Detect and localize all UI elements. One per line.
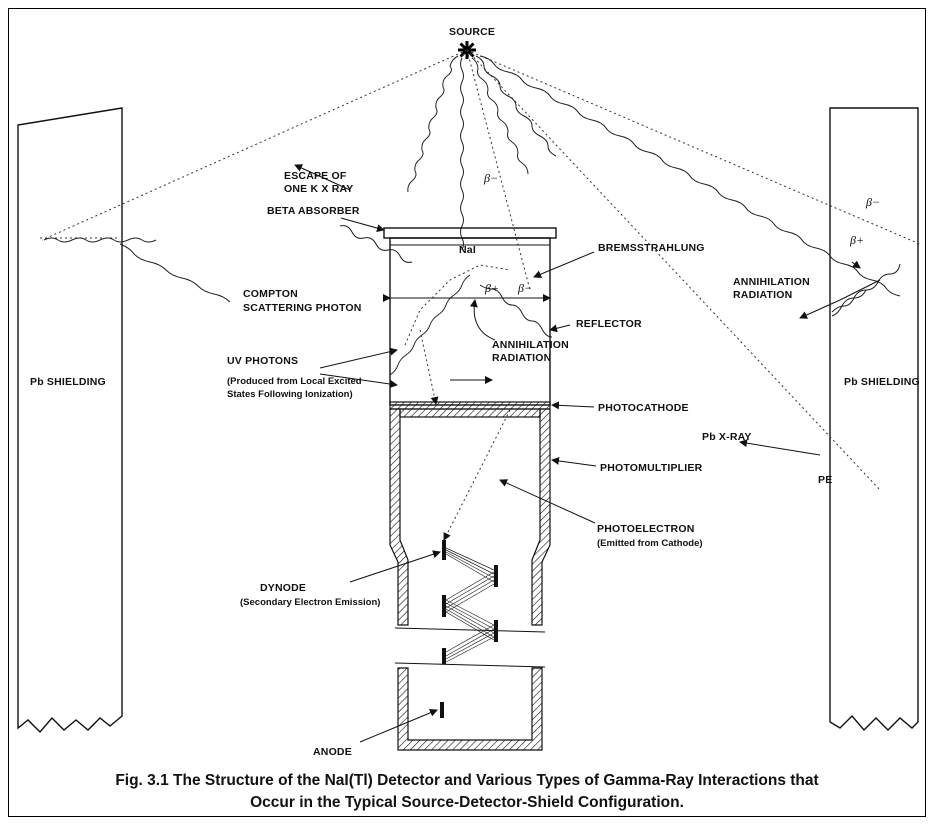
label-pointers bbox=[294, 164, 881, 743]
label-pb-shielding-right: Pb SHIELDING bbox=[844, 376, 920, 388]
label-beta-absorber: BETA ABSORBER bbox=[267, 205, 360, 217]
detector-diagram: SOURCE ESCAPE OF ONE K X RAY BETA ABSORB… bbox=[17, 26, 923, 758]
label-annihilation-c-2: RADIATION bbox=[492, 352, 551, 364]
dynode-array bbox=[440, 540, 498, 718]
photocathode-window bbox=[389, 401, 551, 410]
photoelectron-paths bbox=[404, 264, 511, 541]
label-beta-minus-nai: β− bbox=[517, 281, 532, 295]
label-beta-plus-nai: β+ bbox=[484, 281, 499, 295]
label-escape-1: ESCAPE OF bbox=[284, 170, 347, 182]
label-pb-xray: Pb X-RAY bbox=[702, 431, 752, 443]
label-dynode-desc: (Secondary Electron Emission) bbox=[240, 597, 380, 608]
label-annihilation-r-1: ANNIHILATION bbox=[733, 276, 810, 288]
label-annihilation-r-2: RADIATION bbox=[733, 289, 792, 301]
label-dynode: DYNODE bbox=[260, 582, 306, 594]
label-beta-minus-top: β− bbox=[483, 171, 498, 185]
beta-absorber bbox=[383, 227, 557, 239]
label-annihilation-c-1: ANNIHILATION bbox=[492, 339, 569, 351]
label-source: SOURCE bbox=[449, 26, 495, 38]
label-photoelectron: PHOTOELECTRON bbox=[597, 523, 695, 535]
label-pe: PE bbox=[818, 474, 832, 486]
label-beta-plus-right: β+ bbox=[849, 233, 864, 247]
label-escape-2: ONE K X RAY bbox=[284, 183, 354, 195]
label-photocathode: PHOTOCATHODE bbox=[598, 402, 689, 414]
label-uv-desc-2: States Following Ionization) bbox=[227, 389, 353, 400]
right-pb-shield bbox=[829, 107, 919, 732]
caption-line-1: Fig. 3.1 The Structure of the NaI(Tl) De… bbox=[115, 772, 819, 789]
photomultiplier-tube bbox=[389, 408, 551, 751]
label-uv-desc-1: (Produced from Local Excited bbox=[227, 376, 362, 387]
label-compton-1: COMPTON bbox=[243, 288, 298, 300]
left-pb-shield bbox=[17, 107, 123, 734]
figure-caption: Fig. 3.1 The Structure of the NaI(Tl) De… bbox=[10, 770, 924, 814]
label-uv-photons: UV PHOTONS bbox=[227, 355, 298, 367]
gamma-photon-paths bbox=[43, 55, 901, 376]
gamma-rays-dotted bbox=[40, 49, 923, 491]
label-compton-2: SCATTERING PHOTON bbox=[243, 302, 362, 314]
caption-line-2: Occur in the Typical Source-Detector-Shi… bbox=[250, 794, 684, 811]
anode-plate bbox=[440, 702, 444, 718]
label-nai: NaI bbox=[459, 244, 476, 256]
label-photomultiplier: PHOTOMULTIPLIER bbox=[600, 462, 703, 474]
label-beta-minus-right: β− bbox=[865, 195, 880, 209]
label-pb-shielding-left: Pb SHIELDING bbox=[30, 376, 106, 388]
label-anode: ANODE bbox=[313, 746, 352, 758]
label-photoelectron-desc: (Emitted from Cathode) bbox=[597, 538, 703, 549]
label-reflector: REFLECTOR bbox=[576, 318, 642, 330]
label-bremsstrahlung: BREMSSTRAHLUNG bbox=[598, 242, 705, 254]
